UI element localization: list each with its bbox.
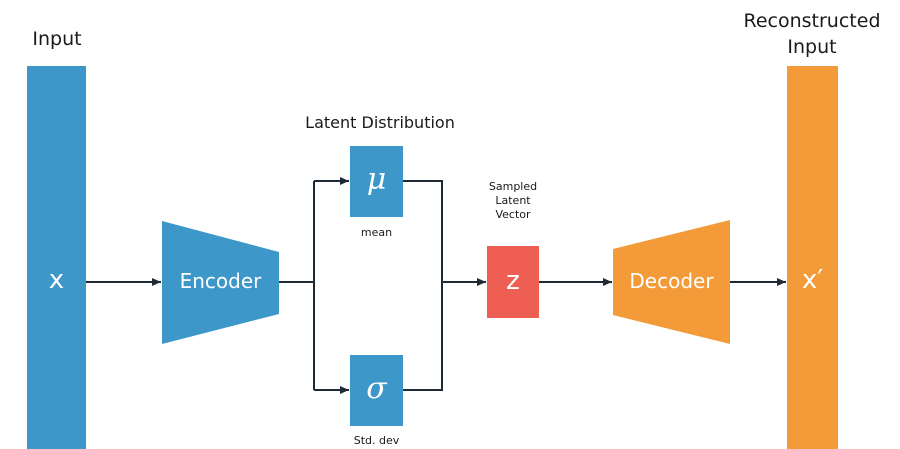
output-symbol: x′ [801,265,824,295]
sampled-latent-vector-label: Sampled Latent Vector [470,180,556,222]
encoder-block [162,221,279,344]
line-mean-merge [403,180,443,391]
mean-box [350,146,403,217]
z-box [487,246,539,318]
mean-symbol: μ [366,162,387,197]
output-bar [787,66,838,449]
std-box [350,355,403,426]
decoder-block [613,220,730,344]
input-symbol: x [48,265,65,295]
sampled-label-line-2: Latent [495,194,531,207]
sampled-label-line-1: Sampled [488,180,538,193]
mean-label: mean [360,226,393,239]
z-symbol: z [506,266,520,296]
reconstructed-input-label: Reconstructed Input [722,8,900,60]
decoder-label: Decoder [629,269,714,293]
encoder-label: Encoder [179,269,262,293]
output-label-line-1: Reconstructed [743,10,881,32]
output-label-line-2: Input [787,36,837,58]
latent-distribution-title: Latent Distribution [305,113,455,132]
input-bar [27,66,86,449]
std-symbol: σ [366,371,387,406]
std-label: Std. dev [353,434,400,447]
sampled-label-line-3: Vector [495,208,531,221]
input-label: Input [32,28,82,50]
